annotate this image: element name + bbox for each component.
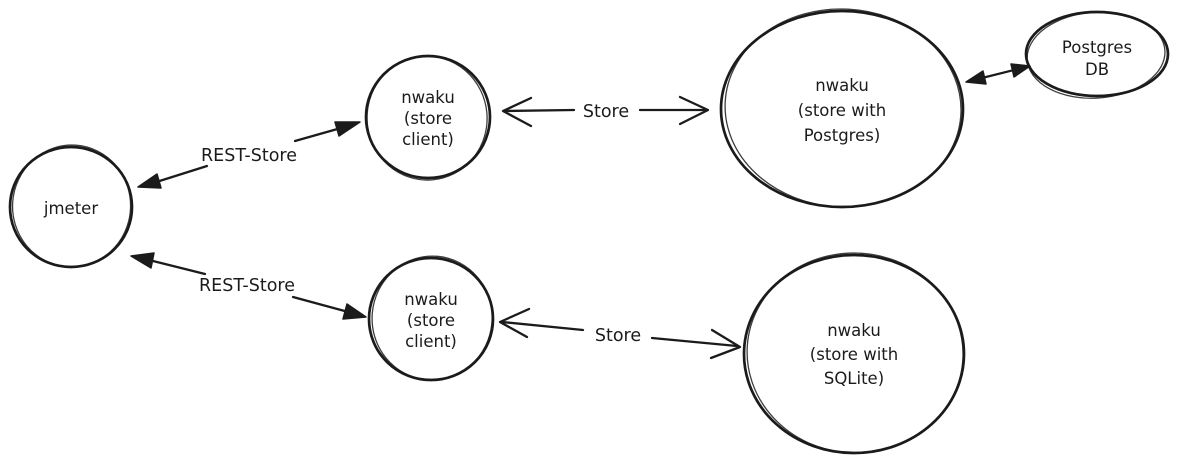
postgres-link-arrowhead-left: [965, 70, 987, 85]
store-bottom-shaft-right: [650, 336, 739, 348]
rest-store-bottom-shaft-left: [143, 257, 207, 276]
postgres-db-link-arrow: [965, 63, 1031, 85]
store-top-arrow: Store: [501, 95, 710, 128]
client-top-label-line1: nwaku: [401, 88, 455, 107]
store-bottom-shaft-left: [500, 320, 585, 332]
rest-store-top-arrowhead-right: [334, 121, 361, 137]
nwaku-store-client-top-node: nwaku (store client): [364, 54, 492, 181]
store-top-chevron-right: [678, 95, 710, 126]
client-top-label-line2: (store: [404, 109, 452, 128]
postgres-db-circle-sketch: [1026, 11, 1166, 99]
store-postgres-label-line1: nwaku: [815, 76, 869, 95]
client-bottom-circle-sketch: [371, 255, 493, 381]
client-top-circle-sketch: [366, 55, 488, 181]
rest-store-top-arrowhead-left: [137, 173, 162, 189]
store-top-chevron-left: [501, 96, 533, 128]
nwaku-store-sqlite-node: nwaku (store with SQLite): [742, 252, 966, 455]
store-bottom-chevron-left: [498, 307, 531, 339]
nwaku-store-client-bottom-node: nwaku (store client): [367, 255, 495, 382]
store-top-label: Store: [583, 102, 629, 122]
store-sqlite-circle-sketch: [746, 252, 964, 454]
postgres-link-arrowhead-right: [1010, 63, 1031, 78]
jmeter-label: jmeter: [43, 199, 98, 218]
store-postgres-circle-sketch: [724, 8, 962, 208]
rest-store-bottom-arrowhead-left: [130, 252, 155, 269]
client-bottom-label-line2: (store: [407, 311, 455, 330]
client-top-label-line3: client): [402, 130, 454, 149]
rest-store-bottom-shaft-right: [291, 295, 354, 315]
store-postgres-label-line3: Postgres): [804, 126, 881, 145]
postgres-db-label-line1: Postgres: [1062, 38, 1132, 57]
jmeter-circle-sketch: [11, 144, 132, 268]
store-sqlite-label-line2: (store with: [810, 345, 898, 364]
client-bottom-label-line1: nwaku: [404, 290, 458, 309]
rest-store-top-arrow: REST-Store: [137, 121, 361, 189]
rest-store-top-label: REST-Store: [201, 146, 297, 166]
rest-store-bottom-arrow: REST-Store: [130, 252, 367, 320]
store-bottom-arrow: Store: [498, 307, 742, 360]
jmeter-node: jmeter: [8, 144, 134, 269]
store-top-shaft-left: [502, 108, 576, 113]
store-bottom-chevron-right: [709, 328, 742, 360]
store-bottom-label: Store: [595, 326, 641, 346]
postgres-db-node: Postgres DB: [1024, 10, 1170, 99]
store-postgres-label-line2: (store with: [798, 101, 886, 120]
nwaku-store-postgres-node: nwaku (store with Postgres): [719, 8, 965, 209]
store-sqlite-label-line1: nwaku: [827, 321, 881, 340]
postgres-db-label-line2: DB: [1085, 60, 1109, 79]
store-sqlite-label-line3: SQLite): [824, 369, 884, 388]
rest-store-bottom-arrowhead-right: [342, 303, 367, 320]
rest-store-bottom-label: REST-Store: [199, 276, 295, 296]
client-bottom-label-line3: client): [405, 332, 457, 351]
